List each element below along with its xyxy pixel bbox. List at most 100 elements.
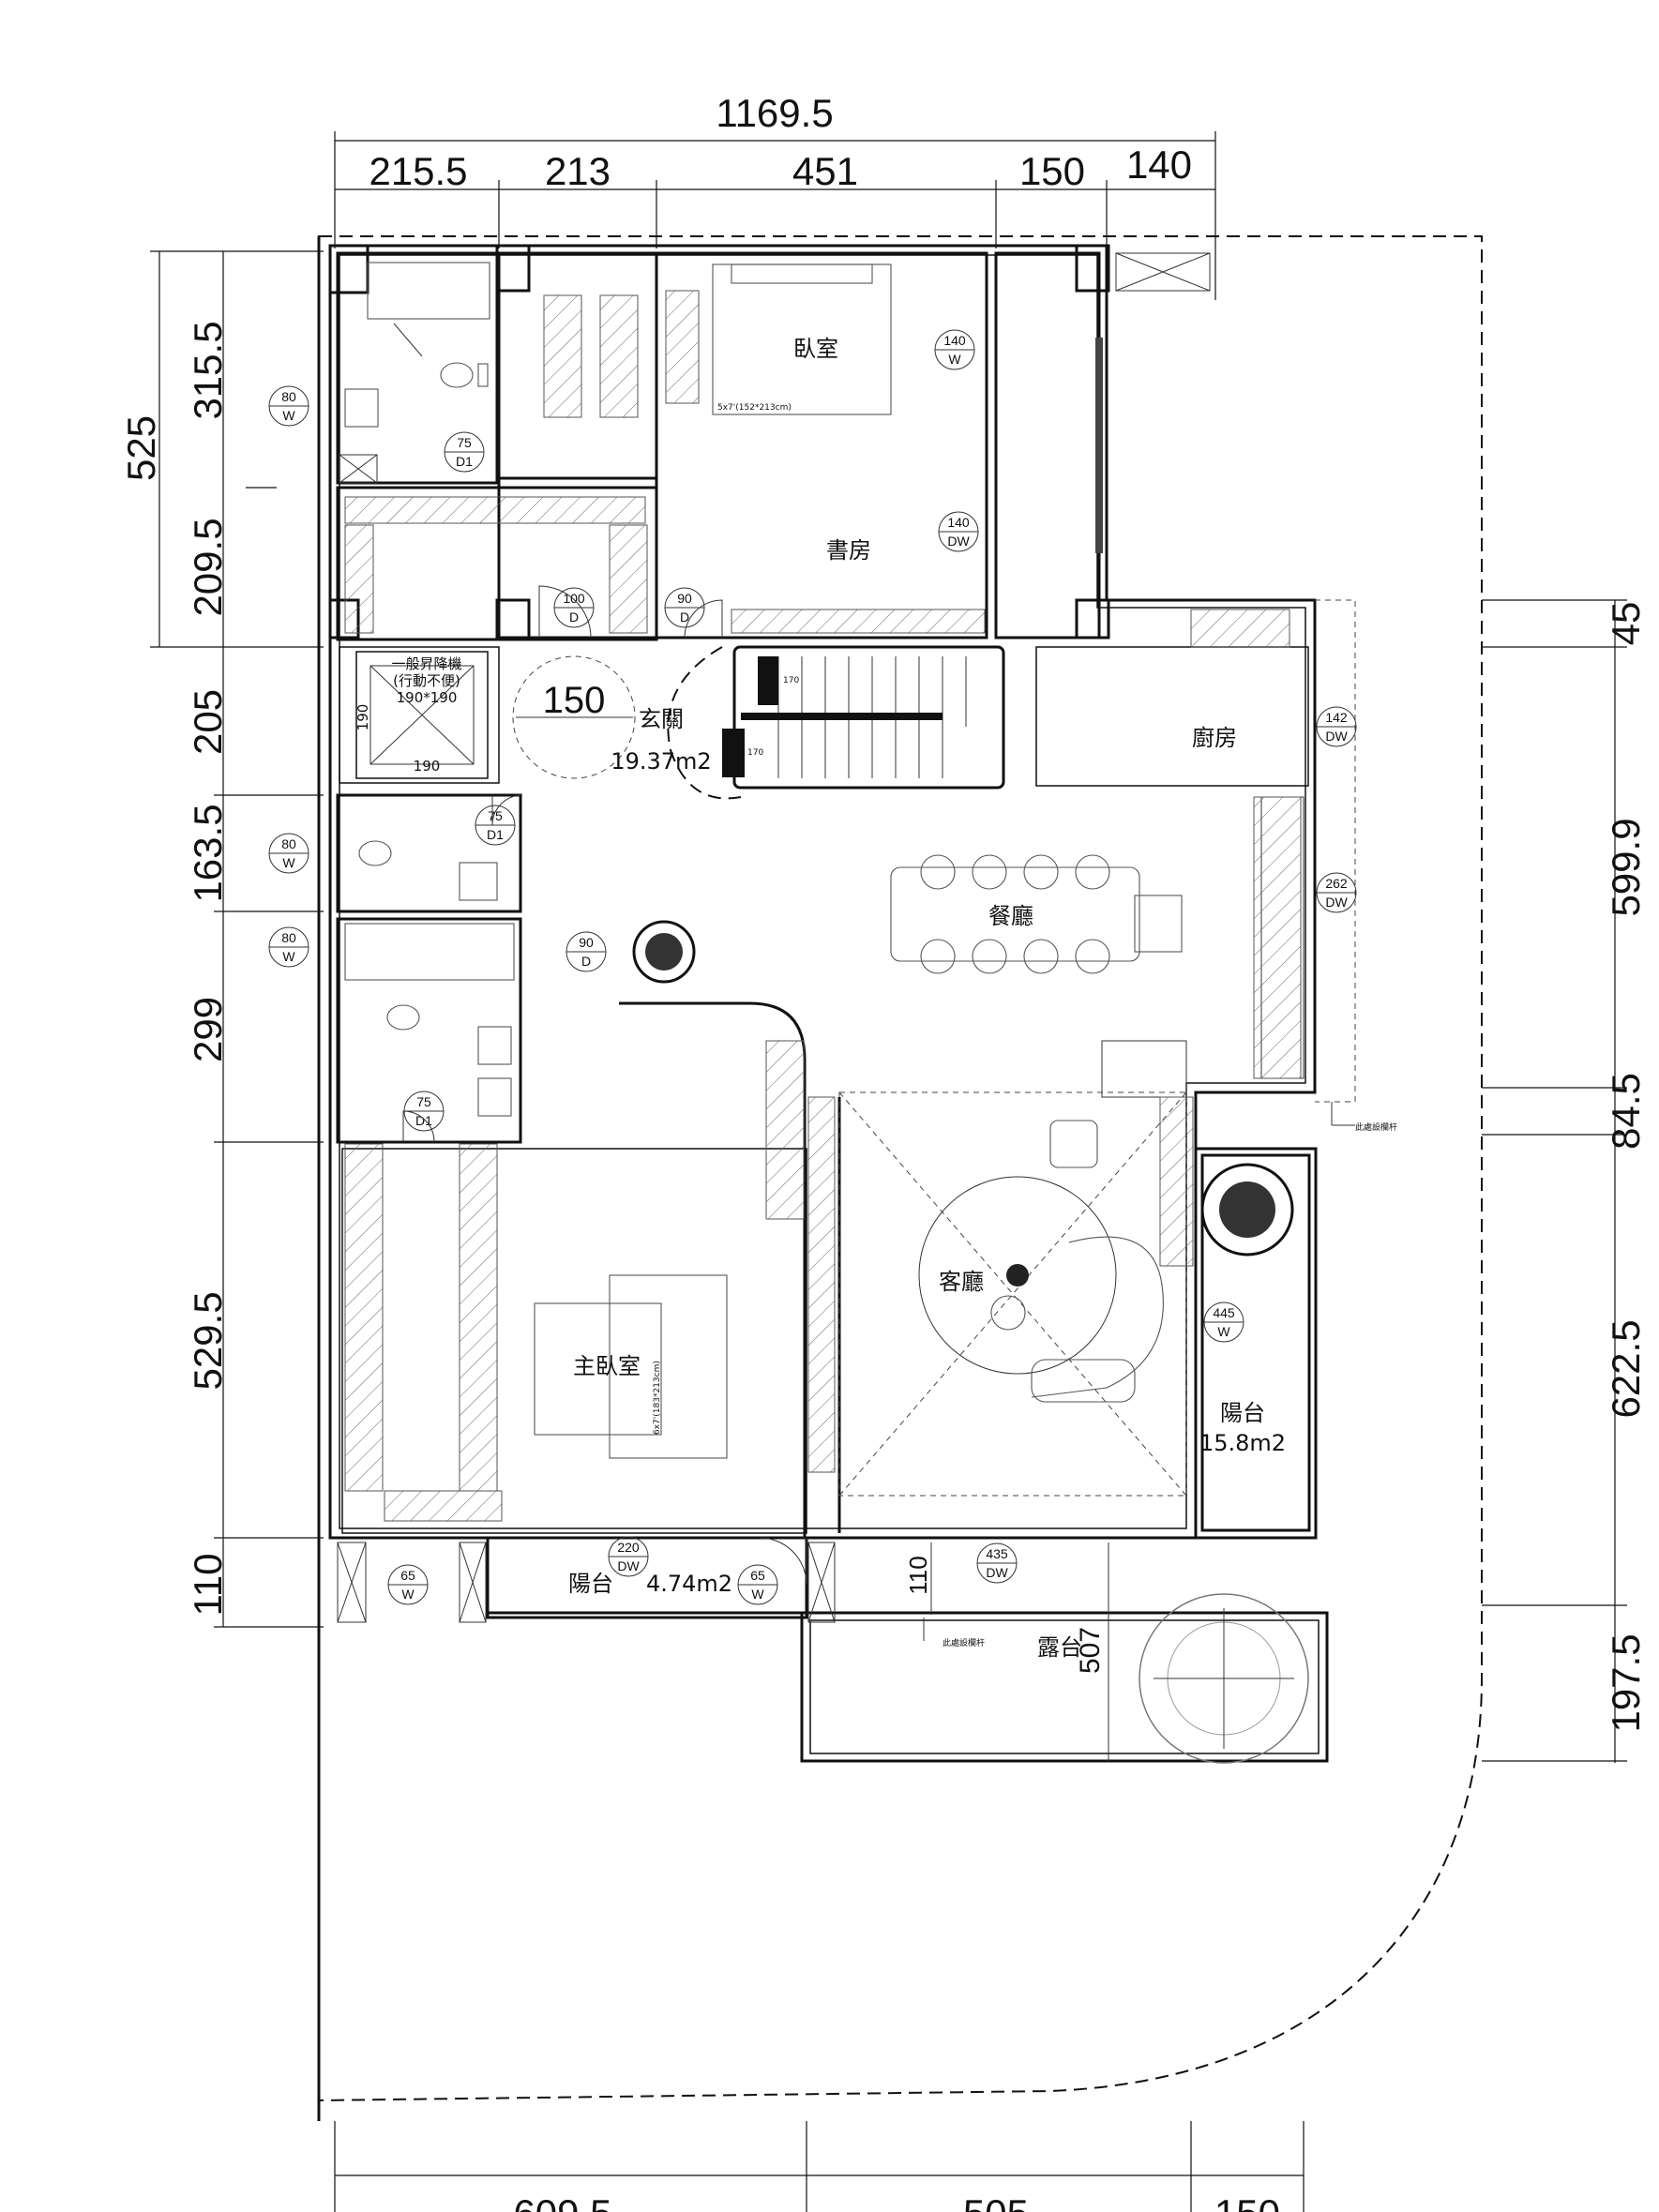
- room-entry: 玄關: [639, 706, 684, 732]
- elevator-size: 190*190: [397, 689, 458, 706]
- dim-right-197: 197.5: [1604, 1633, 1648, 1732]
- railing-notes: 此處設欄杆 此處設欄杆: [923, 1102, 1397, 1648]
- svg-text:75: 75: [416, 1094, 431, 1109]
- terrace-dimensions: 507 110: [904, 1542, 1106, 1674]
- svg-text:D1: D1: [456, 454, 473, 469]
- elevator-dim-bottom: 190: [414, 758, 441, 775]
- railing-note-2: 此處設欄杆: [943, 1637, 985, 1648]
- svg-text:140: 140: [947, 515, 970, 530]
- svg-text:435: 435: [986, 1546, 1008, 1561]
- svg-text:90: 90: [677, 591, 692, 606]
- svg-text:D: D: [581, 954, 591, 969]
- elevator-note: (行動不便): [393, 672, 460, 689]
- svg-text:D: D: [680, 609, 689, 624]
- room-living: 客廳: [939, 1269, 984, 1295]
- svg-text:100: 100: [563, 591, 585, 606]
- beds: 5x7'(152*213cm) 6x7'(183*213cm): [534, 263, 892, 1459]
- stair-label-2: 170: [747, 748, 763, 758]
- entry-circle: 150: [512, 655, 636, 779]
- svg-text:W: W: [751, 1587, 764, 1602]
- room-terrace: 露台: [1037, 1634, 1082, 1661]
- dim-seg-5: 140: [1126, 143, 1192, 187]
- dim-right-622: 622.5: [1604, 1319, 1648, 1418]
- svg-text:65: 65: [400, 1568, 415, 1583]
- dim-bottom-505: 505: [963, 2191, 1029, 2212]
- columns: [328, 244, 1110, 1623]
- dim-left-163: 163.5: [186, 804, 230, 902]
- svg-text:W: W: [282, 855, 295, 870]
- room-balcony-small: 陽台: [568, 1571, 613, 1597]
- svg-text:DW: DW: [1325, 729, 1348, 744]
- door-tag: 80W: [268, 385, 309, 427]
- site-boundary: [317, 235, 1483, 2121]
- svg-text:142: 142: [1325, 710, 1348, 725]
- dim-left-315: 315.5: [186, 321, 230, 419]
- door-tag: 80W: [268, 926, 309, 968]
- dim-left-299: 299: [186, 997, 230, 1062]
- dining-table: [890, 854, 1183, 974]
- dim-left-529: 529.5: [186, 1291, 230, 1390]
- room-labels: 臥室 書房 玄關 19.37m2 廚房 餐廳 客廳 主臥室 陽台 4.74m2 …: [568, 336, 1286, 1661]
- dim-terrace-507: 507: [1075, 1627, 1106, 1674]
- svg-text:W: W: [401, 1587, 415, 1602]
- room-dining: 餐廳: [988, 903, 1033, 929]
- svg-text:D1: D1: [487, 827, 504, 842]
- svg-text:445: 445: [1213, 1305, 1235, 1320]
- svg-text:80: 80: [281, 836, 296, 851]
- room-balcony-large-area: 15.8m2: [1199, 1430, 1286, 1456]
- dim-seg-2: 213: [545, 149, 611, 193]
- living-room-furniture: [838, 1091, 1187, 1497]
- svg-text:80: 80: [281, 930, 296, 945]
- tree-symbols: [632, 920, 1309, 1764]
- door-tag: 65W: [737, 1564, 778, 1605]
- svg-text:65: 65: [750, 1568, 765, 1583]
- dim-bottom-150: 150: [1214, 2191, 1280, 2212]
- bottom-dimensions: 609.5 505 150: [334, 2121, 1305, 2212]
- building-walls: [328, 244, 1356, 1763]
- svg-text:220: 220: [617, 1540, 640, 1555]
- dim-left-525: 525: [119, 415, 163, 481]
- entry-circle-label: 150: [543, 680, 606, 721]
- railing-note-1: 此處設欄杆: [1355, 1121, 1397, 1133]
- room-study: 書房: [826, 537, 871, 564]
- dim-total-width: 1169.5: [716, 91, 833, 135]
- door-tag: 80W: [268, 833, 309, 874]
- door-tag: 90D: [566, 931, 607, 972]
- dim-left-110: 110: [186, 1554, 230, 1617]
- bed-note-bedroom: 5x7'(152*213cm): [717, 403, 792, 413]
- dim-left-209: 209.5: [186, 518, 230, 616]
- bathroom-fixtures: [344, 262, 515, 1117]
- svg-text:DW: DW: [617, 1558, 640, 1573]
- dim-right-84: 84.5: [1604, 1073, 1648, 1150]
- svg-text:W: W: [282, 949, 295, 964]
- elevator-label: 一般昇降機: [391, 655, 461, 672]
- top-dimensions: 1169.5 215.5 213 451 150 140: [334, 91, 1216, 300]
- svg-text:80: 80: [281, 389, 296, 404]
- room-entry-area: 19.37m2: [611, 748, 711, 775]
- svg-text:140: 140: [943, 333, 966, 348]
- door-swings: [393, 323, 807, 1586]
- elevator: 一般昇降機 (行動不便) 190*190 190 190: [354, 651, 489, 779]
- door-tag: 90D: [664, 587, 705, 628]
- room-bedroom: 臥室: [793, 336, 838, 362]
- room-balcony-small-area: 4.74m2: [646, 1571, 732, 1597]
- svg-text:W: W: [948, 352, 961, 367]
- dim-bottom-609: 609.5: [513, 2191, 611, 2212]
- svg-text:262: 262: [1325, 876, 1348, 891]
- stair-label-1: 170: [783, 676, 799, 685]
- svg-text:75: 75: [457, 435, 472, 450]
- room-master-bedroom: 主臥室: [573, 1353, 641, 1379]
- svg-text:DW: DW: [1325, 895, 1348, 910]
- dim-seg-1: 215.5: [369, 149, 467, 193]
